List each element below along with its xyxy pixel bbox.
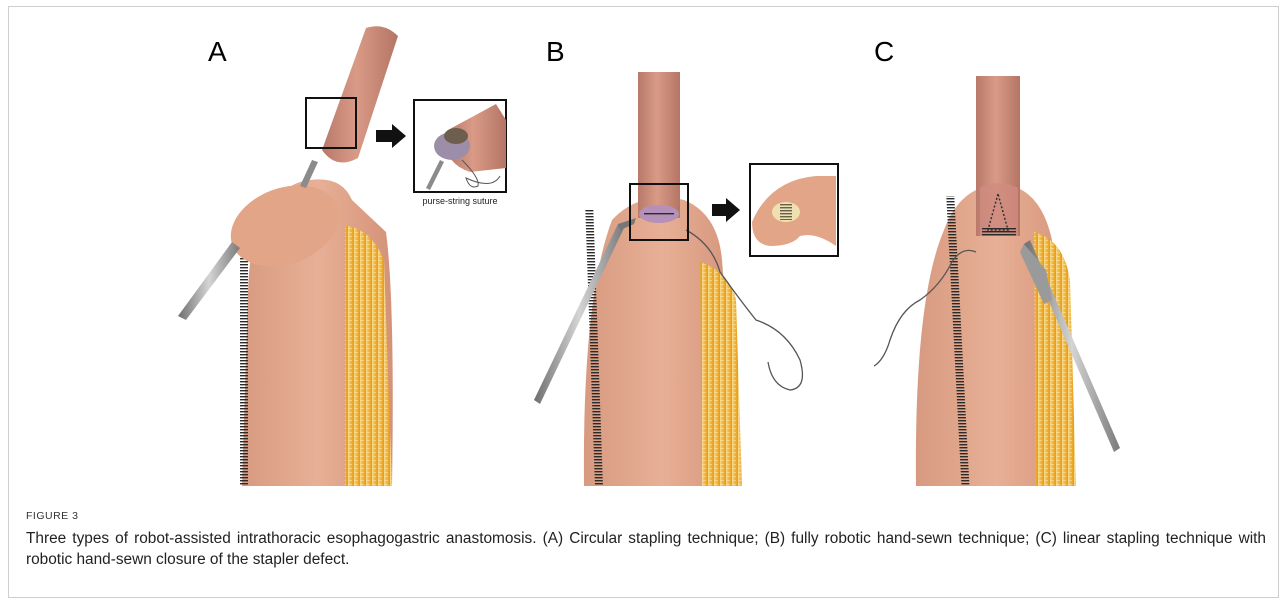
panel-label-b: B <box>546 36 565 68</box>
staple-line-a <box>240 256 248 486</box>
fat-pad-b <box>700 262 742 486</box>
inset-label-a: purse-string suture <box>422 196 497 206</box>
arrow-b <box>712 198 740 222</box>
caption-lead: Three types of robot-assisted intrathora… <box>26 530 548 547</box>
figure-number: FIGURE 3 <box>26 510 1266 522</box>
panel-label-a: A <box>208 36 227 68</box>
esophagus-b <box>638 72 680 218</box>
inset-anvil-top-a <box>444 128 468 144</box>
esophagus-a <box>322 26 398 162</box>
panel-b <box>534 72 838 486</box>
figure-caption: FIGURE 3 Three types of robot-assisted i… <box>26 510 1266 570</box>
panel-label-c: C <box>874 36 894 68</box>
inset-sutures-b <box>780 204 792 220</box>
panel-c <box>874 76 1120 486</box>
caption-text: Three types of robot-assisted intrathora… <box>26 528 1266 570</box>
anastomosis-illustration: purse-string suture <box>0 0 1287 500</box>
panel-a: purse-string suture <box>178 26 506 486</box>
caption-letter-c: C <box>1041 530 1052 547</box>
arrow-a <box>376 124 406 148</box>
caption-text-b: ) fully robotic hand-sewn technique; ( <box>780 530 1041 547</box>
caption-letter-a: A <box>548 530 558 547</box>
figure-illustration: purse-string suture <box>0 0 1287 500</box>
defect-closure-c <box>982 228 1016 236</box>
caption-letter-b: B <box>770 530 780 547</box>
suture-line-b <box>644 212 674 216</box>
instrument-a <box>178 242 240 320</box>
caption-text-a: ) Circular stapling technique; ( <box>558 530 770 547</box>
